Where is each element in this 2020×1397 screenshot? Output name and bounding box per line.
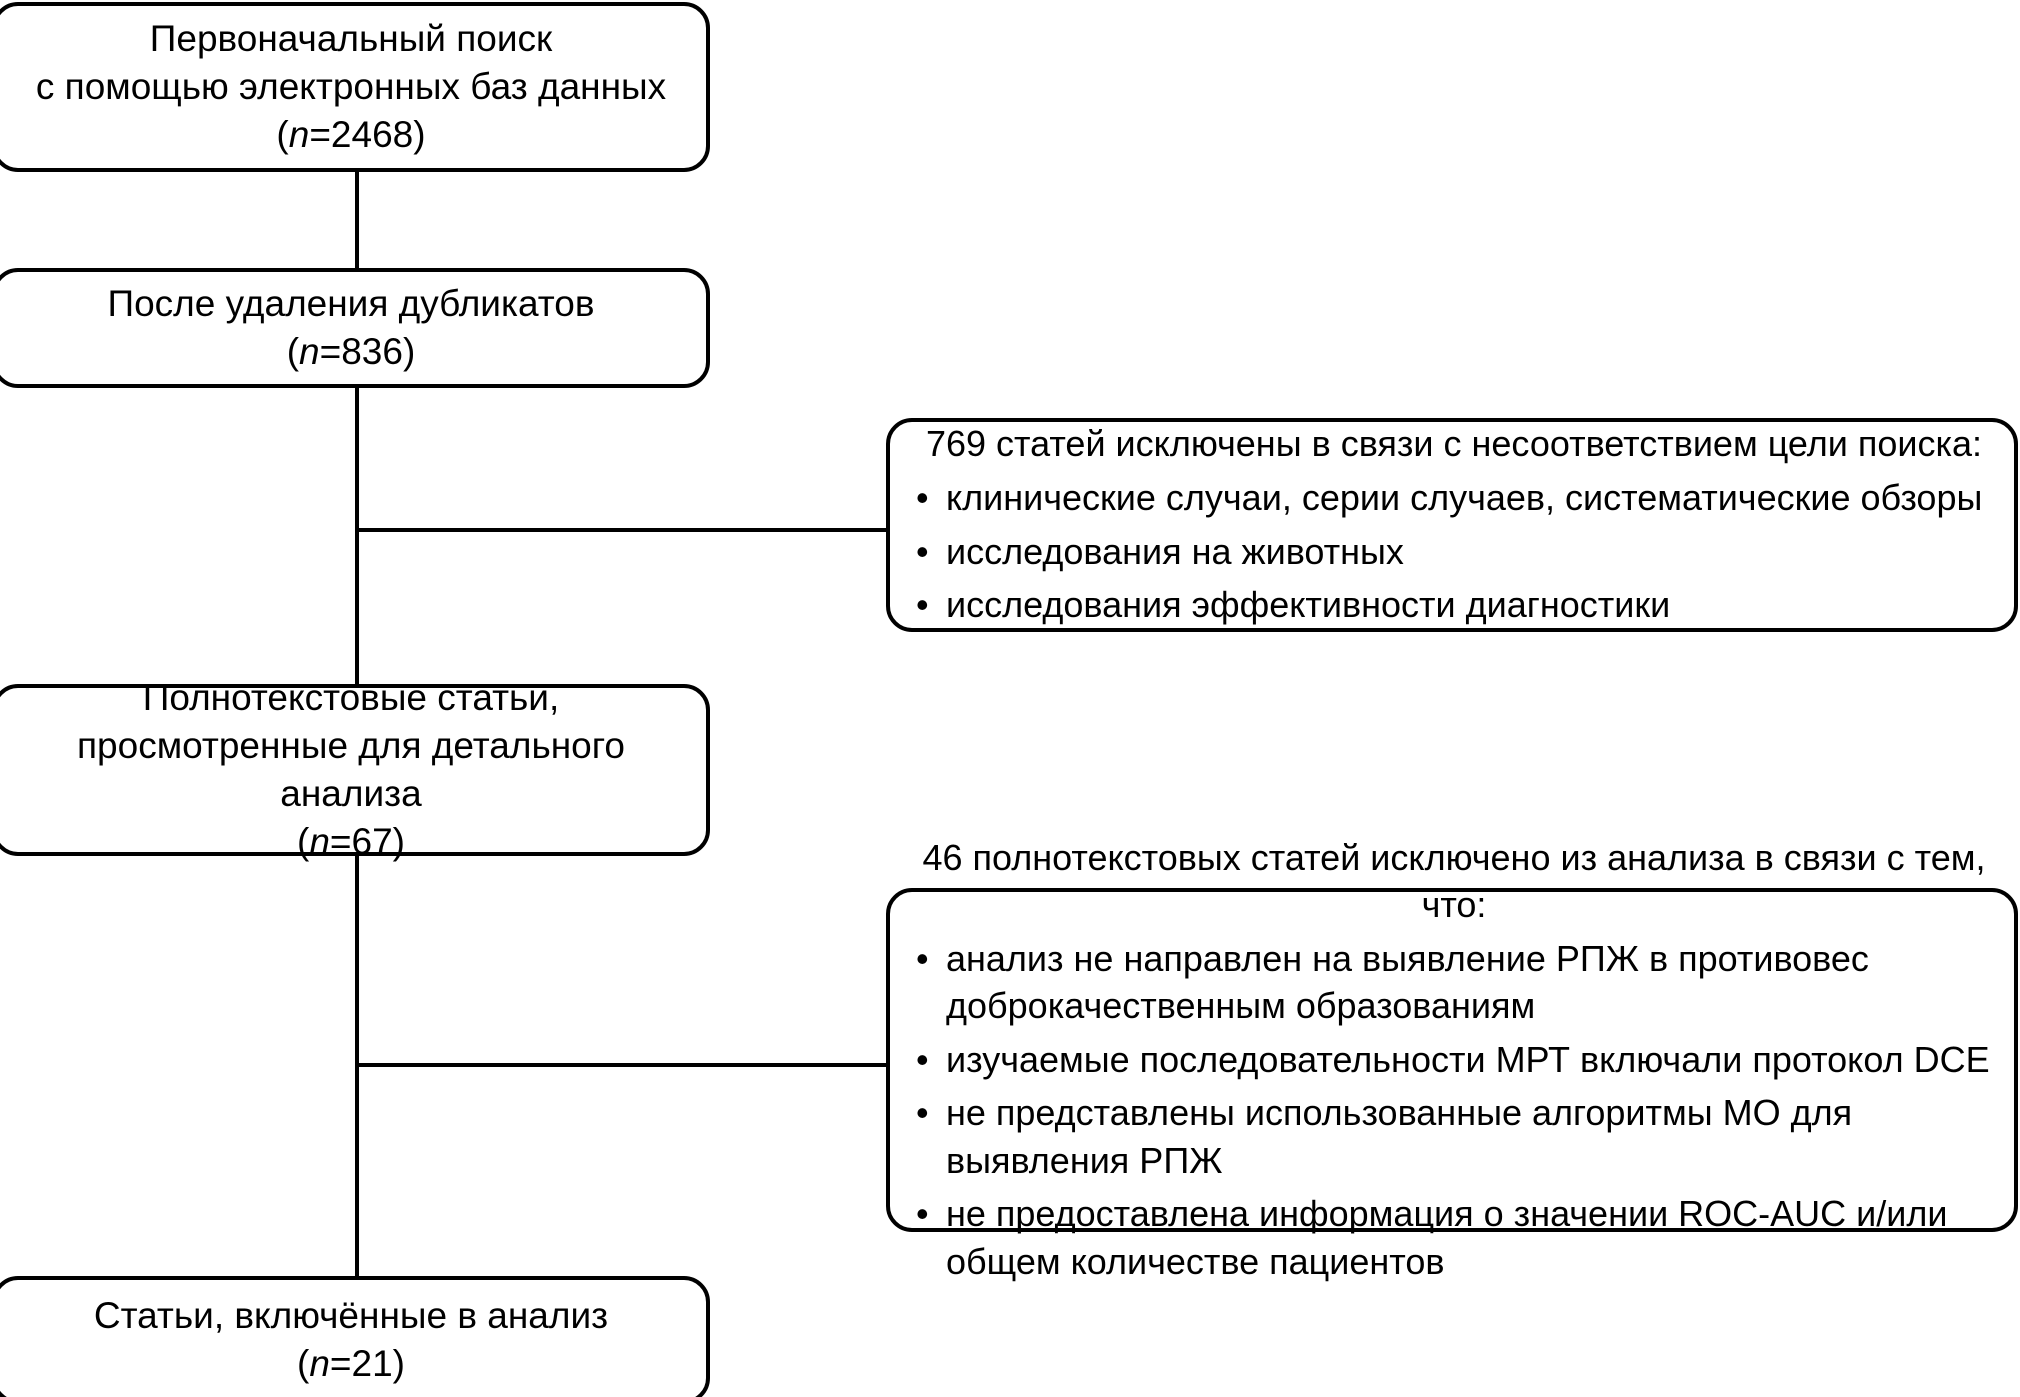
list-item-text: клинические случаи, серии случаев, систе…	[946, 477, 1983, 519]
n-value: =67)	[329, 821, 405, 863]
list-item: • анализ не направлен на выявление РПЖ в …	[916, 935, 1992, 1030]
bullet-glyph: •	[916, 477, 929, 519]
exclusion-2-heading: 46 полнотекстовых статей исключено из ан…	[922, 836, 1986, 925]
node-after-duplicates: После удаления дубликатов (n=836)	[0, 268, 710, 388]
list-item: • не представлены использованные алгоритм…	[916, 1089, 1992, 1184]
n-value: =2468)	[309, 114, 426, 156]
list-item: • изучаемые последовательности МРТ включа…	[916, 1036, 1992, 1084]
bullet-glyph: •	[916, 937, 929, 979]
node-exclusion-1: 769 статей исключены в связи с несоответ…	[886, 418, 2018, 632]
list-item: • не предоставлена информация о значении …	[916, 1190, 1992, 1285]
n-symbol: n	[299, 331, 320, 372]
node-initial-search: Первоначальный поиск с помощью электронн…	[0, 2, 710, 172]
exclusion-1-list: • клинические случаи, серии случаев, сист…	[916, 474, 1992, 629]
bullet-glyph: •	[916, 530, 929, 572]
node-initial-search-line-1: Первоначальный поиск	[149, 17, 553, 59]
node-included-line-1: Статьи, включённые в анализ	[93, 1294, 609, 1336]
connector-to-exclusion-1	[355, 528, 890, 532]
node-initial-search-line-2: с помощью электронных баз данных	[35, 65, 667, 107]
list-item-text: не предоставлена информация о значении R…	[946, 1193, 1948, 1282]
bullet-glyph: •	[916, 1193, 929, 1235]
list-item-text: изучаемые последовательности МРТ включал…	[946, 1038, 1990, 1080]
list-item-text: не представлены использованные алгоритмы…	[946, 1092, 1853, 1181]
connector-duplicates-to-fulltext	[355, 388, 359, 688]
paren-open: (	[276, 114, 289, 156]
node-fulltext-reviewed-line-2: просмотренные для детального анализа	[77, 724, 625, 814]
n-symbol: n	[309, 1343, 330, 1384]
list-item-text: анализ не направлен на выявление РПЖ в п…	[946, 937, 1869, 1027]
n-symbol: n	[288, 114, 310, 156]
bullet-glyph: •	[916, 584, 929, 626]
node-fulltext-reviewed: Полнотекстовые статьи, просмотренные для…	[0, 677, 710, 862]
list-item: • исследования эффективности диагностики	[916, 581, 1992, 629]
paren-open: (	[297, 1343, 310, 1384]
connector-to-exclusion-2	[355, 1063, 890, 1067]
exclusion-1-heading: 769 статей исключены в связи с несоответ…	[925, 423, 1983, 465]
node-fulltext-reviewed-line-1: Полнотекстовые статьи,	[142, 676, 560, 718]
node-included-count: (n=21)	[14, 1340, 688, 1388]
node-after-duplicates-line-1: После удаления дубликатов	[107, 282, 595, 324]
bullet-glyph: •	[916, 1038, 929, 1080]
paren-open: (	[297, 821, 310, 863]
paren-open: (	[286, 331, 300, 372]
node-after-duplicates-count: (n=836)	[14, 328, 688, 376]
list-item: • клинические случаи, серии случаев, сист…	[916, 474, 1992, 522]
connector-initial-to-duplicates	[355, 170, 359, 272]
node-included: Статьи, включённые в анализ (n=21)	[0, 1276, 710, 1397]
node-exclusion-2: 46 полнотекстовых статей исключено из ан…	[886, 837, 2018, 1282]
list-item: • исследования на животных	[916, 528, 1992, 576]
exclusion-2-list: • анализ не направлен на выявление РПЖ в …	[916, 935, 1992, 1286]
n-value: =836)	[319, 331, 416, 372]
connector-fulltext-to-included	[355, 854, 359, 1280]
bullet-glyph: •	[916, 1092, 929, 1134]
list-item-text: исследования на животных	[946, 530, 1404, 572]
n-symbol: n	[309, 821, 330, 863]
list-item-text: исследования эффективности диагностики	[946, 584, 1671, 626]
node-fulltext-reviewed-count: (n=67)	[14, 818, 688, 866]
n-value: =21)	[329, 1343, 405, 1384]
node-initial-search-count: (n=2468)	[14, 111, 688, 159]
